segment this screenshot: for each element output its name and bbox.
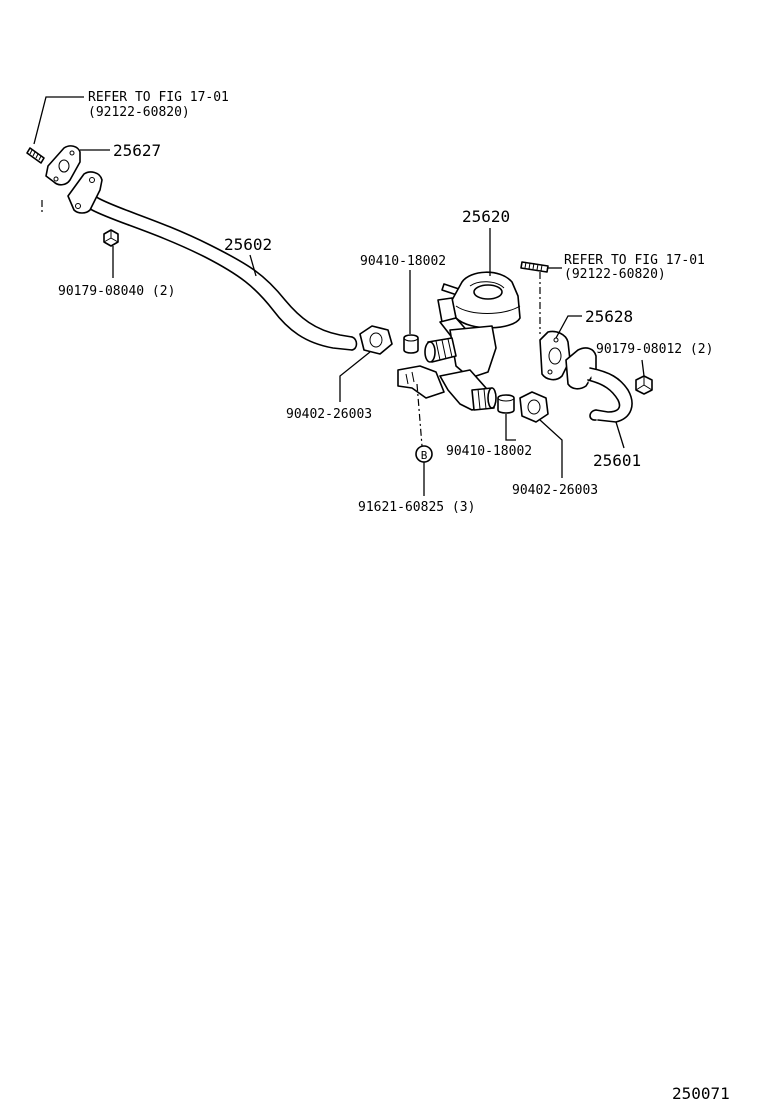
leader-90410-18002-bottom (505, 414, 516, 441)
leader-25602 (249, 254, 257, 277)
stud-bolt-right[interactable] (520, 261, 549, 273)
label-25602: 25602 (224, 235, 272, 254)
label-90179-08040: 90179-08040 (2) (58, 284, 175, 299)
figure-number: 250071 (672, 1084, 730, 1103)
nut-90179-08012[interactable] (635, 375, 653, 395)
leader-25601 (615, 421, 625, 449)
label-90179-08012: 90179-08012 (2) (596, 342, 713, 357)
nut-90179-08040[interactable] (103, 229, 119, 247)
bolt-centerline (416, 383, 423, 447)
label-refer-right-line1: REFER TO FIG 17-01 (564, 253, 705, 268)
egr-pipe-25602[interactable] (67, 171, 358, 351)
label-refer-left-line1: REFER TO FIG 17-01 (88, 90, 229, 105)
leader-90402-26003-right (539, 419, 563, 478)
stud-bolt-left[interactable] (26, 147, 45, 164)
label-90402-26003-left: 90402-26003 (286, 407, 372, 422)
egr-pipe-25601[interactable] (565, 347, 633, 423)
label-refer-left-line2: (92122-60820) (88, 105, 190, 120)
label-refer-right-line2: (92122-60820) (564, 267, 666, 282)
gasket-25627[interactable] (45, 145, 81, 186)
union-nut-90402-26003-left[interactable] (359, 325, 393, 355)
gasket-25628[interactable] (539, 330, 571, 381)
union-nut-90402-26003-right[interactable] (519, 391, 549, 423)
bolt-callout-b[interactable]: B (415, 445, 433, 463)
callout-b-label: B (421, 449, 428, 462)
leader-90402-26003-left (339, 351, 371, 402)
egr-valve-25620[interactable] (397, 271, 521, 411)
label-90402-26003-right: 90402-26003 (512, 483, 598, 498)
label-90410-18002-top: 90410-18002 (360, 254, 446, 269)
gasket-90410-18002-top[interactable] (403, 334, 419, 354)
label-90410-18002-bottom: 90410-18002 (446, 444, 532, 459)
gasket-90410-18002-bottom[interactable] (497, 394, 515, 414)
label-91621-60825: 91621-60825 (3) (358, 500, 475, 515)
label-25627: 25627 (113, 141, 161, 160)
label-25628: 25628 (585, 307, 633, 326)
leader-25628 (555, 315, 582, 339)
leader-90179-08012 (641, 359, 645, 377)
label-25620: 25620 (462, 207, 510, 226)
leader-refer-left (33, 96, 84, 145)
label-25601: 25601 (593, 451, 641, 470)
